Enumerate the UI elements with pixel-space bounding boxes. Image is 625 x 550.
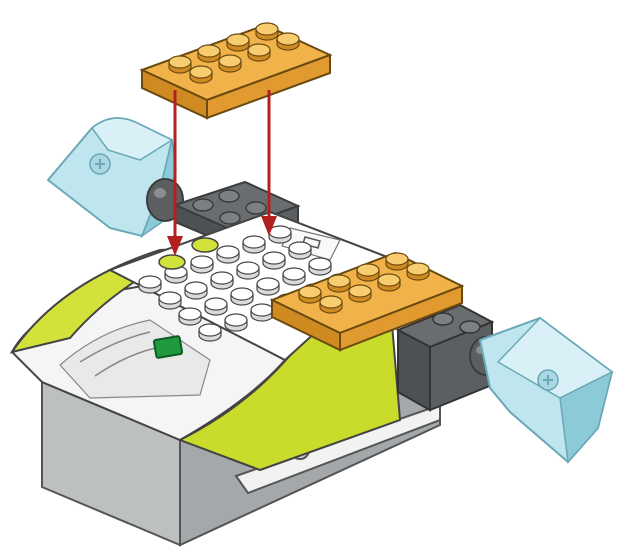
plate-stud bbox=[248, 44, 270, 56]
plate-stud bbox=[407, 263, 429, 275]
hub-stud bbox=[237, 262, 259, 274]
plate-stud bbox=[219, 55, 241, 67]
hub-stud bbox=[191, 256, 213, 268]
hub-stud bbox=[225, 314, 247, 326]
hub-stud bbox=[231, 288, 253, 300]
hub-stud bbox=[257, 278, 279, 290]
hub-stud bbox=[185, 282, 207, 294]
plate-stud bbox=[299, 286, 321, 298]
hub-stud bbox=[289, 242, 311, 254]
plate-stud bbox=[198, 45, 220, 57]
hub-status-light bbox=[154, 336, 183, 358]
hub-stud bbox=[179, 308, 201, 320]
hub-stud bbox=[205, 298, 227, 310]
plate-stud bbox=[349, 285, 371, 297]
hub-stud bbox=[269, 226, 291, 238]
plate-stud bbox=[169, 56, 191, 68]
hub-stud bbox=[283, 268, 305, 280]
hub-stud bbox=[211, 272, 233, 284]
hub-stud bbox=[217, 246, 239, 258]
hub-stud bbox=[139, 276, 161, 288]
plate-stud bbox=[357, 264, 379, 276]
plate-stud bbox=[277, 33, 299, 45]
plate-stud bbox=[320, 296, 342, 308]
hub-stud bbox=[309, 258, 331, 270]
propeller-left bbox=[48, 118, 183, 236]
plate-stud bbox=[227, 34, 249, 46]
plate-stud bbox=[190, 66, 212, 78]
hub-stud bbox=[159, 292, 181, 304]
plate-stud bbox=[378, 274, 400, 286]
hub-stud bbox=[243, 236, 265, 248]
hub-stud bbox=[199, 324, 221, 336]
plate-stud bbox=[256, 23, 278, 35]
plate-stud bbox=[328, 275, 350, 287]
hub-stud bbox=[251, 304, 273, 316]
orange-plate-2x4-added bbox=[142, 23, 330, 118]
propeller-right bbox=[470, 318, 612, 462]
hub-stud bbox=[263, 252, 285, 264]
plate-stud bbox=[386, 253, 408, 265]
